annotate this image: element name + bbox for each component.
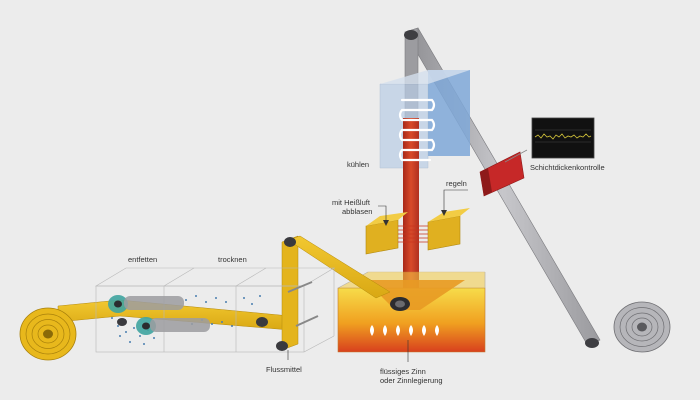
top-roller [404,30,418,40]
tinned-strip-vertical [403,118,419,304]
pointer-lines [287,189,468,362]
flux-sprayers [287,281,319,327]
cleaning-tanks [94,267,336,353]
flame-icon [370,325,439,336]
pointer-arrows [383,210,447,226]
thickness-monitor-icon [531,117,595,159]
label-entfetten: entfetten [128,255,157,264]
label-heissluft-2: abblasen [342,207,372,216]
guide-rollers [117,237,296,351]
thickness-sensor [479,149,528,197]
hot-air-nozzles [365,208,470,255]
bath-roller [390,297,410,311]
label-zinn-2: oder Zinnlegierung [380,376,443,385]
label-kuehlen: kühlen [347,160,369,169]
cooling-coil-icon [398,98,436,162]
label-schichtdickenkontrolle: Schichtdickenkontrolle [530,163,605,172]
label-zinn-1: flüssiges Zinn [380,367,426,376]
brush-rollers [108,295,210,335]
label-heissluft-1: mit Heißluft [332,198,371,207]
output-coil [585,301,671,353]
label-regeln: regeln [446,179,467,188]
label-trocknen: trocknen [218,255,247,264]
label-flussmittel: Flussmittel [266,365,302,374]
input-coil [19,307,77,361]
